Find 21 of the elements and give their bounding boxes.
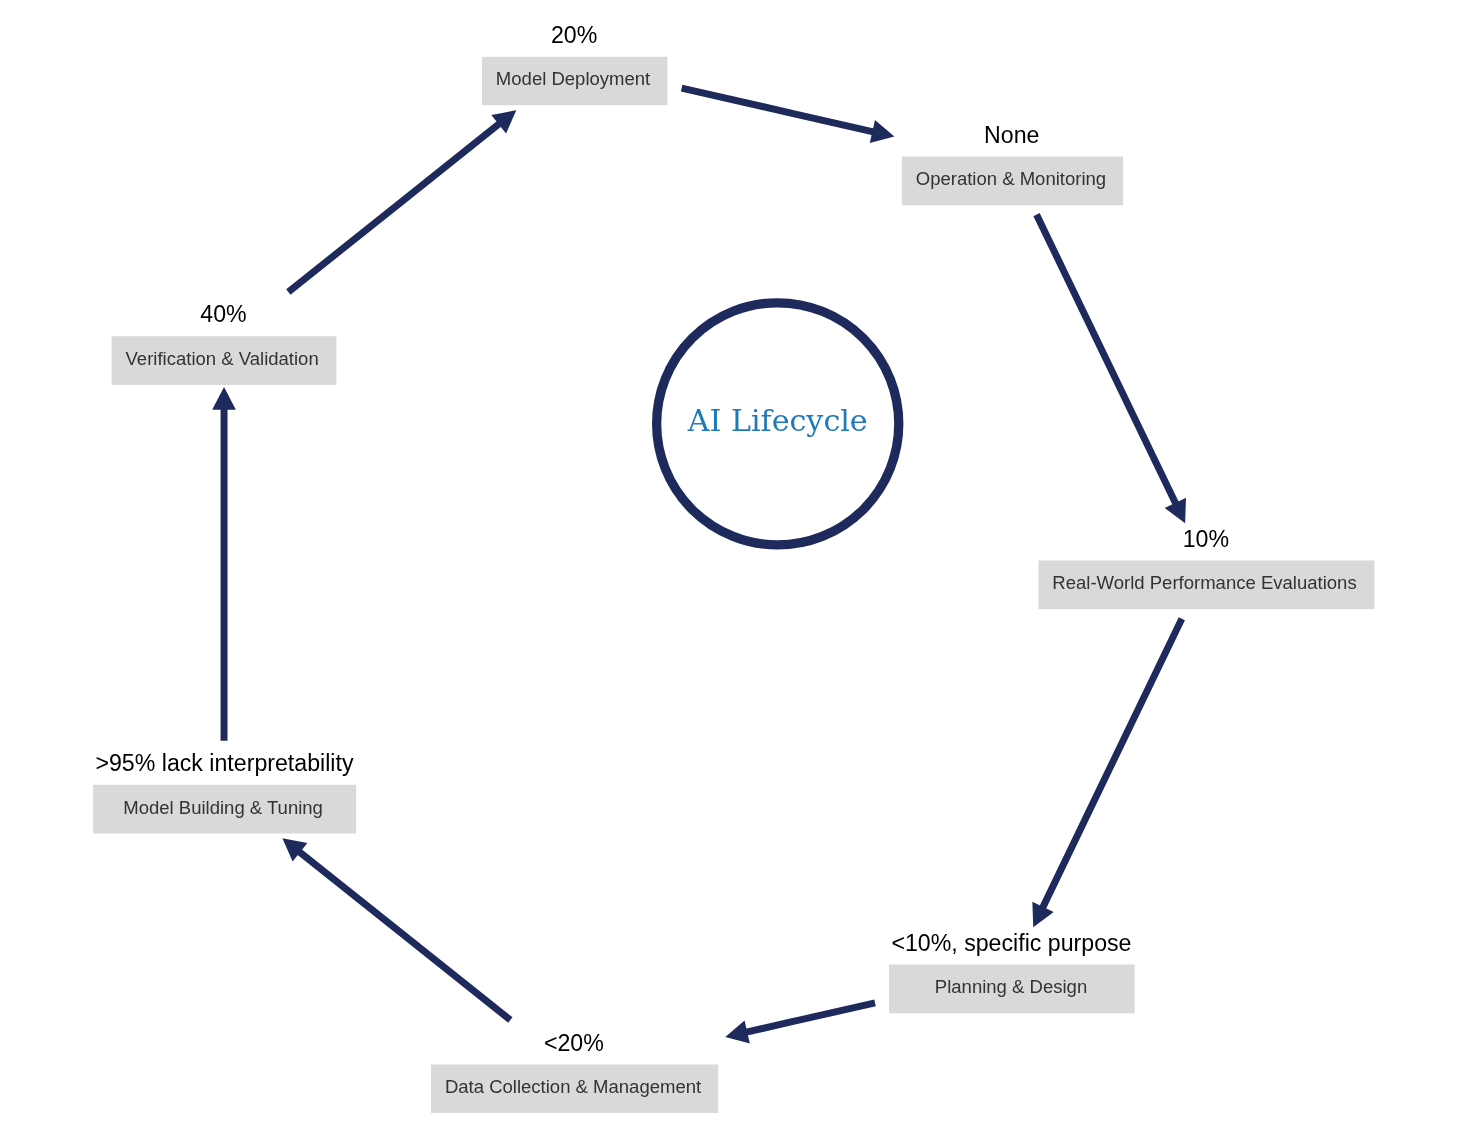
node-box: Operation & Monitoring: [901, 156, 1124, 206]
node-label: None: [984, 121, 1040, 148]
node-label: >95% lack interpretability: [95, 749, 354, 776]
node-box: Model Building & Tuning: [93, 784, 357, 834]
arrow: [725, 999, 876, 1044]
arrow: [282, 838, 513, 1023]
arrow: [1033, 213, 1186, 524]
node-box: Verification & Validation: [111, 336, 337, 385]
node-label: 10%: [1182, 525, 1230, 552]
node-label: <20%: [543, 1029, 604, 1056]
node-label: <10%, specific purpose: [891, 929, 1132, 956]
node-label: 40%: [200, 301, 247, 328]
arrow: [680, 84, 895, 144]
node-label: 20%: [550, 21, 598, 48]
node-box: Model Deployment: [482, 56, 668, 106]
node-box: Data Collection & Management: [431, 1064, 719, 1114]
arrow: [1032, 617, 1185, 928]
node-box: Planning & Design: [889, 964, 1135, 1014]
arrow: [286, 110, 517, 295]
node-box: Real-World Performance Evaluations: [1038, 560, 1375, 610]
node-circle: AI Lifecycle: [652, 298, 904, 550]
